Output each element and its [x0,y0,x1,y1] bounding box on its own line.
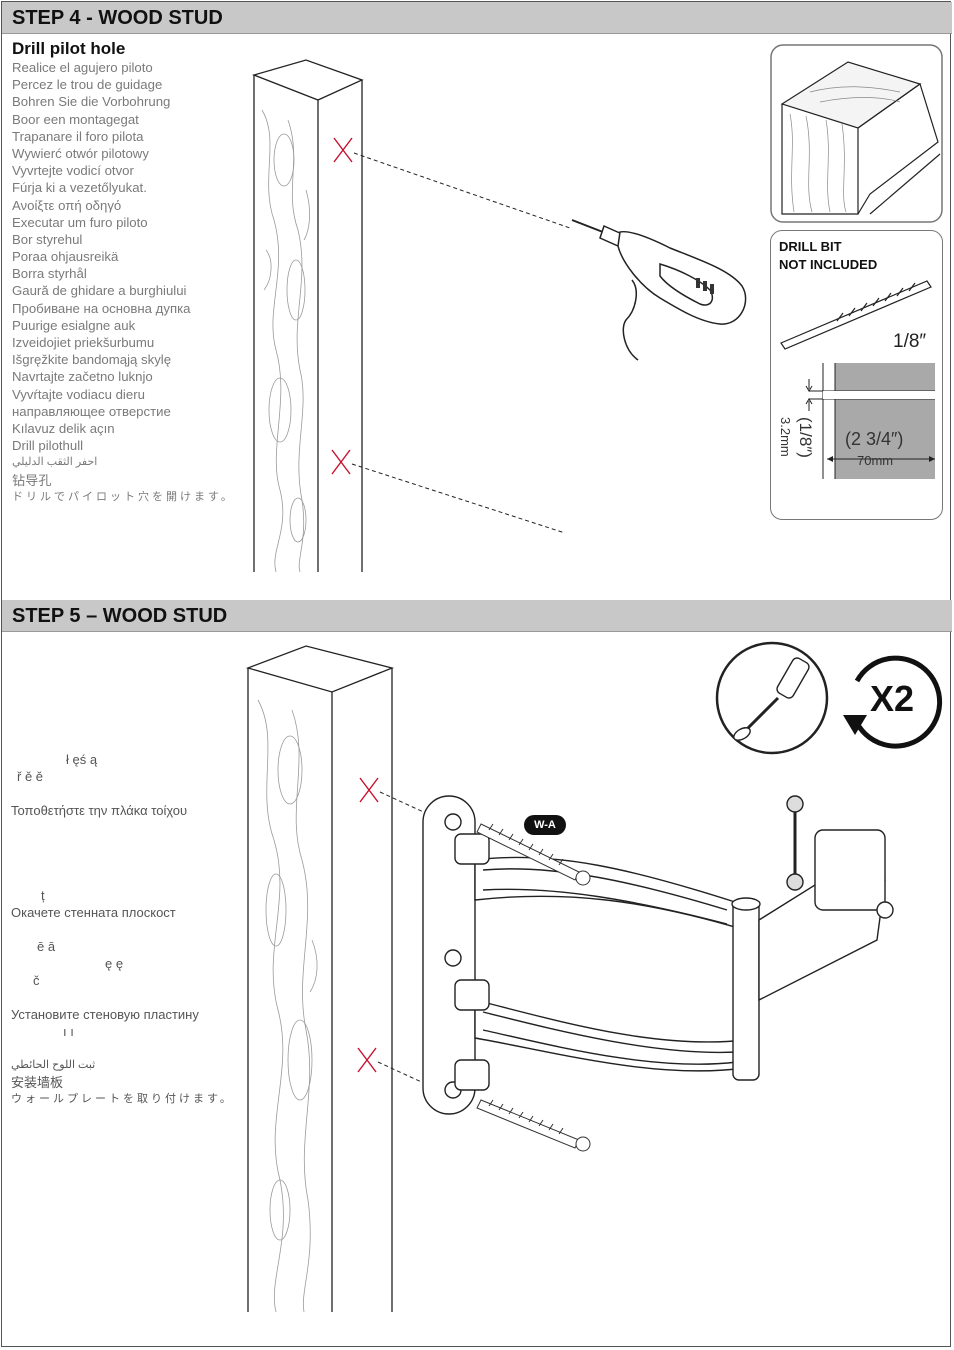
translation-line: ثبت اللوح الحائطي [11,1059,96,1071]
translation-line: ř ě ě [17,769,44,784]
pilot-hole-mark-top [333,137,353,163]
step4-title: STEP 4 - WOOD STUD [12,7,223,29]
drill-bit-icon [780,280,932,350]
hole-depth-diagram [805,363,935,479]
step4-translations: Realice el agujero piloto Percez le trou… [12,59,235,506]
drill-bit-note-line1: DRILL BIT [779,239,842,254]
mount-alignment-marks [357,777,431,1086]
repeat-x2-icon [843,655,943,749]
translation-line: Poraa ohjausreikä [12,249,119,265]
translation-line: ł ęś ą [66,752,98,767]
translation-line: Executar um furo piloto [12,214,148,230]
translation-line: 钻导孔 [12,472,52,488]
translation-line: احفر الثقب الدليلي [12,456,98,469]
drill-guide-line [353,152,571,229]
translation-line: Išgręžkite bandomąją skylę [12,352,172,368]
translation-line: ウォールプレートを取り付けます。 [11,1093,234,1105]
lag-screw-top [476,823,591,886]
translation-line: Bohren Sie die Vorbohrung [12,94,171,110]
depth-inch-label: (2 3/4″) [845,429,904,449]
diameter-inch-label: (1/8″) [796,417,815,458]
translation-line: Vyvrtejte vodicí otvor [12,163,134,179]
step5-title: STEP 5 – WOOD STUD [12,605,228,627]
translation-line: ē ā [37,939,56,954]
translation-line [11,989,234,1006]
stud-top-face [245,645,395,693]
wood-stud-drill-illustration [251,59,571,573]
translation-line: Окачете стенната плоскост [11,905,176,920]
lower-arm [474,999,746,1072]
step5-header: STEP 5 – WOOD STUD [2,600,952,632]
translation-line [11,853,234,870]
step4-subtitle: Drill pilot hole [12,39,126,58]
screwdriver-icon [715,641,829,755]
translation-line: Realice el agujero piloto [12,60,153,75]
translation-line: Пробиване на основна дупка [12,300,191,316]
depth-mm-label: 70mm [857,453,894,468]
translation-line: ț [41,888,45,903]
translation-line: Borra styrhål [12,266,87,282]
pilot-hole-mark-bottom [331,449,351,475]
wood-block-illustration [770,44,943,223]
translation-line [11,785,234,802]
translation-line: Bor styrehul [12,231,83,247]
translation-line: Ανοίξτε οπή οδηγό [12,197,122,213]
translation-line: Установите стеновую пластину [11,1007,199,1022]
lag-screw-bottom [476,1099,591,1152]
bit-size-label: 1/8″ [893,331,927,352]
translation-line: ドリルでパイロット穴を開けます。 [12,490,235,503]
wood-grain [261,109,310,573]
step4-header: STEP 4 - WOOD STUD [2,2,952,34]
stud-top-face [251,59,364,101]
translation-line: ı ı [63,1024,74,1039]
translation-line: Kılavuz delik açın [12,420,115,436]
translation-line [11,921,234,938]
part-badge: W-A [524,815,566,835]
step5-translations: ł ęś ą ř ě ě Τοποθετήστε την πλάκα τοίχο… [11,751,234,1108]
translation-line: направляющее отверстие [12,403,171,419]
drill-bit-note-line2: NOT INCLUDED [779,257,878,272]
translation-line: Percez le trou de guidage [12,77,163,93]
translation-line: Puurige esialgne auk [12,317,136,333]
tilt-head [814,829,886,911]
drill-icon [571,219,747,361]
translation-line: Fúrja ki a vezetőlyukat. [12,180,147,196]
translation-line: Drill pilothull [12,438,84,454]
translation-line: ę ę [105,956,124,971]
wall-mount-arm-illustration [422,795,894,1152]
translation-line: Gaură de ghidare a burghiului [12,283,187,299]
wood-stud-illustration [245,645,395,1313]
translation-line [11,870,234,887]
translation-line: Wywierć otwór pilotowy [12,145,149,161]
translation-line [11,819,234,836]
pilot-hole-mark-bottom [357,1047,377,1073]
drill-bit-note: DRILL BIT NOT INCLUDED [779,238,877,274]
drill-bit-callout: DRILL BIT NOT INCLUDED 1/8″ (2 3/4″) 70m… [770,230,943,520]
translation-line: č [33,973,40,988]
translation-line: Izveidojiet priekšurbumu [12,335,155,350]
translation-line: Vyvŕtajte vodiacu dieru [12,386,145,402]
pilot-hole-mark-top [359,777,379,803]
translation-line [11,1040,234,1057]
repeat-count: X2 [870,678,915,719]
translation-line: Τοποθετήστε την πλάκα τοίχου [11,803,188,818]
translation-line: Trapanare il foro pilota [12,128,144,144]
translation-line [11,836,234,853]
drill-guide-line [351,463,566,534]
translation-line: 安装墙板 [11,1075,64,1090]
pivot-column [732,899,760,1081]
translation-line: Boor een montagegat [12,111,139,127]
wood-grain [257,699,318,1313]
translation-line: Navrtajte začetno luknjo [12,369,153,385]
diameter-mm-label: 3.2mm [778,417,793,457]
